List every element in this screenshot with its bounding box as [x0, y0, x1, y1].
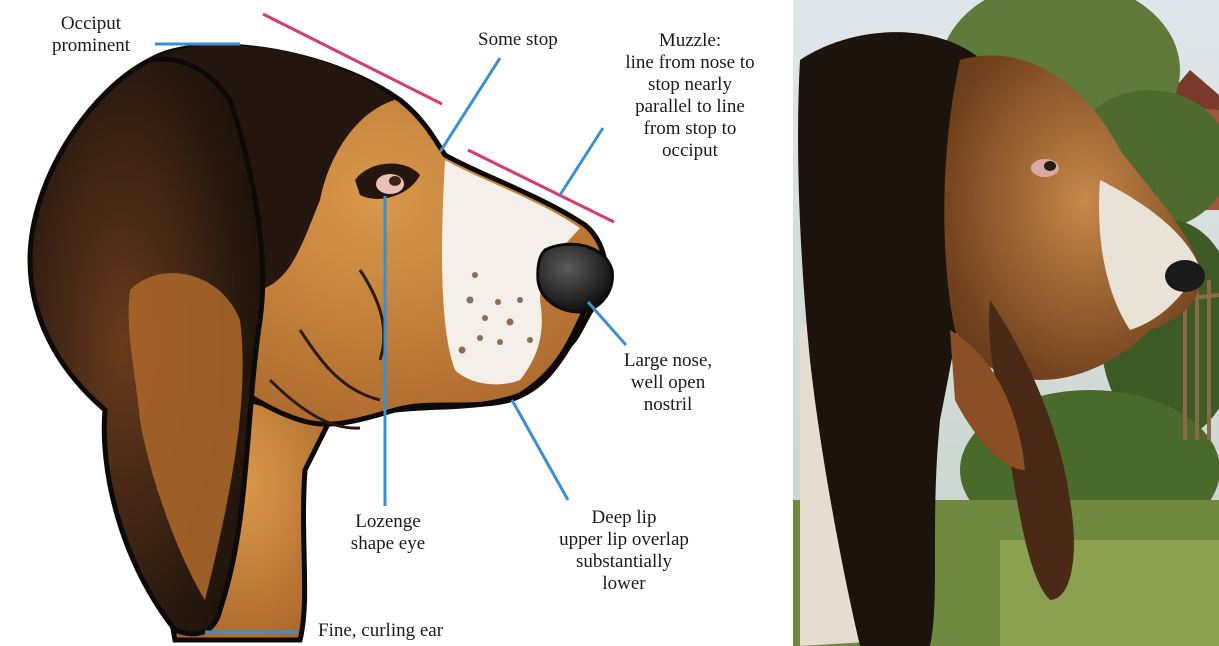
label-occiput-line-2: prominent: [36, 35, 146, 57]
label-nose: Large nose, well open nostril: [613, 350, 723, 416]
label-lip-line-4: lower: [541, 573, 707, 595]
nose: [538, 244, 613, 312]
dog-head-illustration: [30, 45, 612, 640]
label-lip-line-3: substantially: [541, 551, 707, 573]
label-nose-line-3: nostril: [613, 394, 723, 416]
label-occiput-line-1: Occiput: [36, 13, 146, 35]
label-muzzle: Muzzle: line from nose to stop nearly pa…: [598, 30, 782, 162]
label-muzzle-line-6: occiput: [598, 140, 782, 162]
label-eye-line-1: Lozenge: [338, 511, 438, 533]
label-muzzle-line-5: from stop to: [598, 118, 782, 140]
nose-leader: [588, 302, 626, 345]
photo-panel: [793, 0, 1219, 646]
label-muzzle-line-2: line from nose to: [598, 52, 782, 74]
label-nose-line-1: Large nose,: [613, 350, 723, 372]
label-muzzle-line-4: parallel to line: [598, 96, 782, 118]
label-lip: Deep lip upper lip overlap substantially…: [541, 507, 707, 595]
muzzle-leader: [560, 128, 603, 195]
label-lip-line-1: Deep lip: [541, 507, 707, 529]
label-lip-line-2: upper lip overlap: [541, 529, 707, 551]
label-stop-line-1: Some stop: [478, 29, 558, 51]
label-ear-line-1: Fine, curling ear: [318, 620, 443, 642]
label-eye: Lozenge shape eye: [338, 511, 438, 555]
label-ear: Fine, curling ear: [318, 620, 443, 642]
label-muzzle-line-1: Muzzle:: [598, 30, 782, 52]
stop-leader: [440, 58, 500, 152]
lip-leader: [512, 400, 568, 500]
label-nose-line-2: well open: [613, 372, 723, 394]
label-eye-line-2: shape eye: [338, 533, 438, 555]
label-muzzle-line-3: stop nearly: [598, 74, 782, 96]
label-stop: Some stop: [478, 29, 558, 51]
label-occiput: Occiput prominent: [36, 13, 146, 57]
